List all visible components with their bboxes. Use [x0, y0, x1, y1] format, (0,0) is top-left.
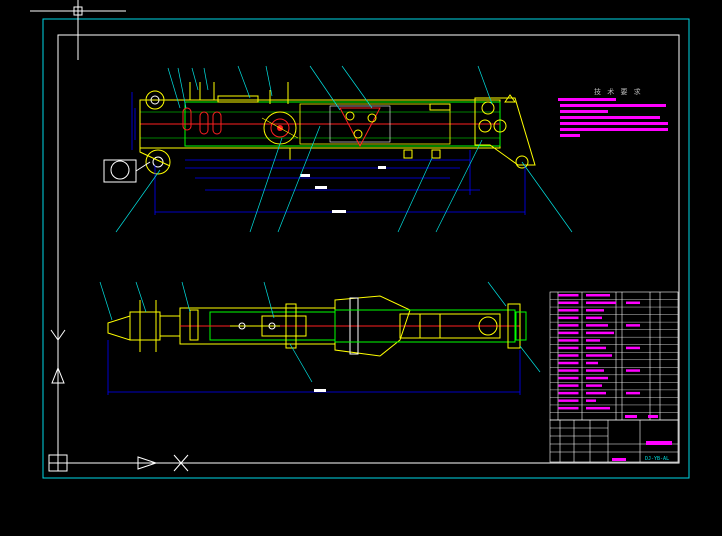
- parts-row-name-mark: [586, 369, 604, 372]
- parts-row-name-mark: [586, 309, 604, 312]
- parts-row-name-mark: [586, 354, 612, 357]
- parts-row-code-mark: [558, 376, 579, 380]
- bottom-view-dimensions: [107, 340, 521, 395]
- parts-row-material-mark: [626, 369, 640, 372]
- parts-row-name-mark: [586, 339, 600, 342]
- parts-row-code-mark: [558, 301, 579, 305]
- parts-row-material-mark: [626, 391, 640, 395]
- cursor-crosshair: [30, 0, 126, 60]
- parts-list-rows: [550, 294, 678, 413]
- parts-row-code-mark: [558, 391, 579, 395]
- technical-requirements: 技 术 要 求: [558, 87, 668, 137]
- parts-row-name-mark: [586, 316, 602, 320]
- parts-row-material-mark: [626, 301, 640, 305]
- parts-row-code-mark: [558, 309, 579, 312]
- notes-title: 技 术 要 求: [594, 87, 643, 96]
- parts-row-material-mark: [626, 346, 640, 350]
- parts-row-code-mark: [558, 406, 579, 410]
- parts-row-name-mark: [586, 331, 614, 335]
- parts-row-name-mark: [586, 361, 598, 365]
- parts-row-code-mark: [558, 354, 579, 357]
- parts-row-name-mark: [586, 346, 606, 350]
- parts-row-code-mark: [558, 316, 579, 320]
- drawing-frame: [42, 18, 690, 479]
- parts-row-code-mark: [558, 294, 579, 297]
- bottom-view-assembly: [107, 295, 527, 357]
- parts-row-code-mark: [558, 384, 579, 387]
- parts-row-name-mark: [586, 301, 616, 305]
- parts-row-material-mark: [626, 324, 640, 327]
- parts-row-name-mark: [586, 294, 610, 297]
- drawing-number: DJ-YB-AL: [645, 456, 669, 462]
- parts-row-name-mark: [586, 399, 596, 402]
- parts-row-code-mark: [558, 399, 579, 402]
- parts-row-name-mark: [586, 406, 610, 410]
- parts-row-code-mark: [558, 361, 579, 365]
- top-view-leaders: [115, 65, 573, 233]
- parts-row-code-mark: [558, 331, 579, 335]
- parts-row-code-mark: [558, 324, 579, 327]
- bottom-view-leaders: [99, 281, 541, 383]
- parts-row-code-mark: [558, 346, 579, 350]
- parts-row-name-mark: [586, 384, 602, 387]
- parts-row-name-mark: [586, 376, 608, 380]
- parts-row-code-mark: [558, 339, 579, 342]
- parts-row-name-mark: [586, 324, 608, 327]
- ucs-icon: [48, 329, 189, 472]
- top-view-dim-text: [300, 166, 386, 213]
- parts-row-name-mark: [586, 391, 606, 395]
- parts-row-code-mark: [558, 369, 579, 372]
- title-block: [549, 415, 679, 463]
